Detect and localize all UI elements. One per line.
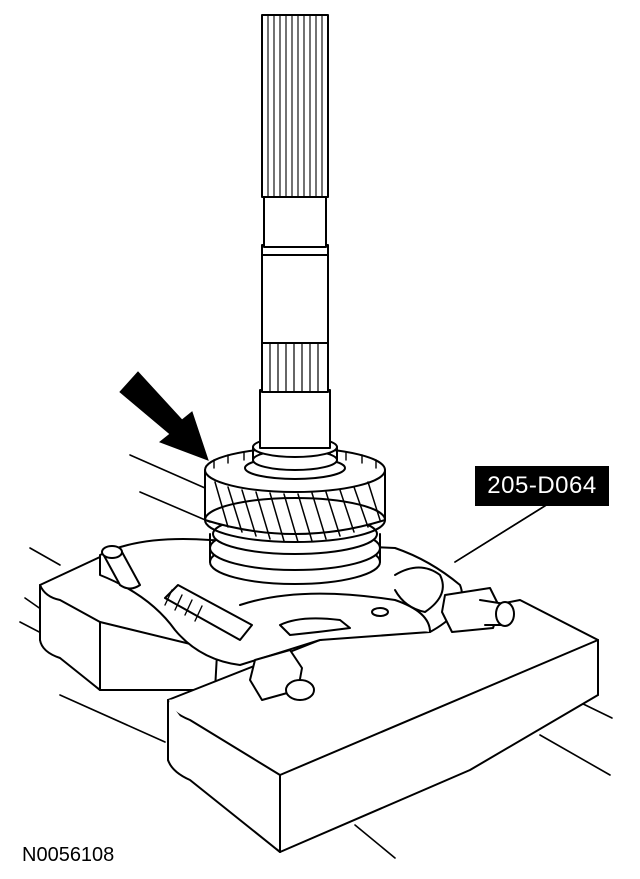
- bearing-splitter-plate: [99, 538, 463, 666]
- tool-callout-label: 205-D064: [475, 466, 609, 506]
- right-bolt: [441, 587, 515, 633]
- figure-id: N0056108: [22, 844, 115, 866]
- left-stud: [101, 545, 141, 590]
- helical-gear: [204, 447, 386, 543]
- left-bolt: [164, 584, 315, 701]
- output-shaft: [259, 14, 331, 449]
- callout-leader-line: [454, 503, 549, 563]
- indicator-arrow: [119, 371, 209, 461]
